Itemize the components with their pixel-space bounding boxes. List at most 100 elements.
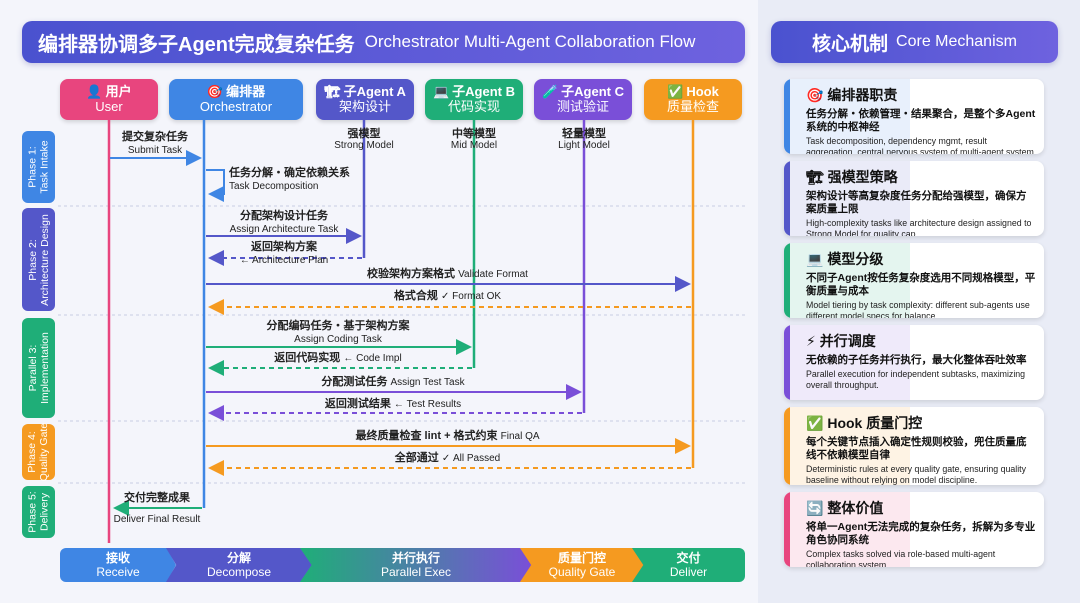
msg-submit-task-en: Submit Task — [127, 145, 183, 156]
step-quality-gate-en: Quality Gate — [548, 565, 616, 579]
laptop-icon: 💻 — [432, 84, 450, 99]
core-card-value-desc: 将单一Agent无法完成的复杂任务，拆解为多专业角色协同系统 — [806, 521, 1036, 546]
core-card-strong-model-title: 强模型策略 — [827, 169, 898, 185]
msg-test-results-cn: 返回测试结果 — [324, 398, 391, 410]
msg-format-ok: 格式合规 ✓ Format OK — [206, 290, 689, 303]
core-card-orchestrator-en: Task decomposition, dependency mgmt, res… — [806, 136, 1034, 154]
msg-deliver-en-wrap: Deliver Final Result — [112, 513, 202, 526]
target-icon: 🎯 — [206, 84, 224, 99]
msg-format-ok-en: ✓ Format OK — [441, 291, 502, 302]
phase-5: Phase 5: Delivery — [22, 486, 55, 538]
model-mid-cn: 中等模型 — [452, 128, 496, 140]
msg-decomposition-en: Task Decomposition — [229, 181, 319, 192]
model-light: 轻量模型 Light Model — [544, 128, 624, 152]
core-card-parallel: ⚡ 并行调度 无依赖的子任务并行执行，最大化整体吞吐效率 Parallel ex… — [784, 325, 1044, 400]
msg-all-passed-cn: 全部通过 — [394, 452, 439, 464]
model-strong-cn: 强模型 — [347, 128, 381, 140]
core-card-hook-title: Hook 质量门控 — [827, 415, 923, 431]
msg-all-passed: 全部通过 ✓ All Passed — [206, 452, 689, 465]
core-card-hook-desc: 每个关键节点插入确定性规则校验，兜住质量底线不依赖模型自律 — [806, 436, 1027, 461]
msg-decomposition-cn: 任务分解・确定依赖关系 — [229, 167, 350, 179]
phase-1: Phase 1: Task Intake — [22, 131, 55, 203]
core-card-parallel-desc: 无依赖的子任务并行执行，最大化整体吞吐效率 — [806, 354, 1027, 366]
refresh-icon: 🔄 — [806, 500, 824, 516]
msg-deliver-cn-wrap: 交付完整成果 — [112, 492, 202, 505]
lane-orchestrator-en: Orchestrator — [199, 99, 273, 114]
model-light-en: Light Model — [558, 140, 610, 151]
msg-assign-arch-en: Assign Architecture Task — [229, 224, 339, 235]
lane-agent-a-cn: 子Agent A — [343, 84, 406, 99]
msg-validate-format-en: Validate Format — [458, 269, 528, 280]
lane-agent-c-cn: 子Agent C — [561, 84, 625, 99]
step-parallel-exec-en: Parallel Exec — [380, 565, 452, 579]
step-decompose: 分解 Decompose — [166, 548, 312, 582]
phase-2: Phase 2: Architecture Design — [22, 208, 55, 311]
lane-orchestrator-cn: 编排器 — [226, 84, 266, 99]
msg-assign-arch: 分配架构设计任务 Assign Architecture Task — [206, 210, 362, 236]
msg-final-qa-cn: 最终质量检查 lint + 格式约束 — [355, 430, 498, 442]
msg-deliver-cn: 交付完整成果 — [124, 492, 190, 504]
phase-3: Parallel 3: Implementation — [22, 318, 55, 418]
lane-hook-cn: Hook — [686, 84, 719, 99]
core-title-en: Core Mechanism — [896, 33, 1017, 50]
msg-validate-format-cn: 校验架构方案格式 — [367, 268, 456, 280]
lightning-icon: ⚡ — [806, 333, 816, 349]
msg-test-results: 返回测试结果 ← Test Results — [206, 398, 580, 411]
msg-assign-test-cn: 分配测试任务 — [321, 376, 388, 388]
crane-icon: 🏗 — [806, 169, 824, 185]
step-receive-cn: 接收 — [105, 551, 130, 565]
msg-return-arch-cn: 返回架构方案 — [251, 241, 317, 253]
core-card-strong-model-en: High-complexity tasks like architecture … — [806, 218, 1032, 236]
check-icon: ✅ — [806, 415, 824, 431]
msg-return-arch: 返回架构方案 ← Architecture Plan — [206, 241, 362, 267]
msg-decomposition: 任务分解・确定依赖关系 Task Decomposition — [229, 167, 350, 193]
msg-format-ok-cn: 格式合规 — [393, 290, 438, 302]
msg-final-qa: 最终质量检查 lint + 格式约束 Final QA — [206, 430, 689, 443]
msg-all-passed-en: ✓ All Passed — [441, 453, 501, 464]
msg-assign-test-en: Assign Test Task — [390, 377, 465, 388]
core-card-value-en: Complex tasks solved via role-based mult… — [806, 549, 996, 567]
laptop-icon: 💻 — [806, 251, 824, 267]
core-card-orchestrator: 🎯 编排器职责 任务分解・依赖管理・结果聚合，是整个多Agent系统的中枢神经 … — [784, 79, 1044, 154]
user-icon: 👤 — [86, 84, 103, 99]
lane-user: 👤用户 User — [60, 79, 158, 120]
lane-hook: ✅Hook 质量检查 — [644, 79, 742, 120]
step-parallel-exec: 并行执行 Parallel Exec — [300, 548, 532, 582]
test-tube-icon: 🧪 — [541, 84, 559, 99]
sequence-diagram — [58, 120, 745, 543]
core-card-orchestrator-title: 编排器职责 — [827, 87, 898, 103]
core-card-value: 🔄 整体价值 将单一Agent无法完成的复杂任务，拆解为多专业角色协同系统 Co… — [784, 492, 1044, 567]
core-card-parallel-title: 并行调度 — [819, 333, 876, 349]
step-parallel-exec-cn: 并行执行 — [391, 551, 440, 565]
core-card-orchestrator-desc: 任务分解・依赖管理・结果聚合，是整个多Agent系统的中枢神经 — [806, 108, 1036, 133]
step-deliver-en: Deliver — [669, 565, 708, 579]
arrow-self-decompose — [206, 169, 225, 202]
step-quality-gate-cn: 质量门控 — [557, 551, 606, 565]
msg-submit-task: 提交复杂任务 Submit Task — [110, 131, 200, 157]
core-card-strong-model-desc: 架构设计等高复杂度任务分配给强模型，确保方案质量上限 — [806, 190, 1027, 215]
core-card-model-tiering-desc: 不同子Agent按任务复杂度选用不同规格模型，平衡质量与成本 — [806, 272, 1036, 297]
msg-assign-coding-en: Assign Coding Task — [294, 334, 382, 345]
lane-agent-a: 🏗子Agent A 架构设计 — [316, 79, 414, 120]
msg-return-arch-en: ← Architecture Plan — [239, 255, 329, 266]
core-card-model-tiering-title: 模型分级 — [827, 251, 884, 267]
flow-title-en: Orchestrator Multi-Agent Collaboration F… — [364, 32, 696, 51]
msg-final-qa-en: Final QA — [500, 431, 540, 442]
phase-4: Phase 4: Quality Gate — [22, 423, 55, 481]
msg-deliver-en: Deliver Final Result — [113, 514, 201, 525]
lane-agent-b: 💻子Agent B 代码实现 — [425, 79, 523, 120]
msg-test-results-en: ← Test Results — [393, 399, 462, 410]
model-mid-en: Mid Model — [450, 140, 498, 151]
model-mid: 中等模型 Mid Model — [434, 128, 514, 152]
check-icon: ✅ — [667, 84, 684, 99]
lane-agent-c-en: 测试验证 — [556, 99, 609, 114]
target-icon: 🎯 — [806, 87, 824, 103]
step-receive-en: Receive — [96, 565, 140, 579]
step-receive: 接收 Receive — [60, 548, 176, 582]
flow-title-cn: 编排器协调多子Agent完成复杂任务 — [38, 33, 355, 56]
core-card-strong-model: 🏗 强模型策略 架构设计等高复杂度任务分配给强模型，确保方案质量上限 High-… — [784, 161, 1044, 236]
lane-agent-a-en: 架构设计 — [338, 99, 391, 114]
core-title-bar: 核心机制 Core Mechanism — [771, 21, 1058, 63]
step-decompose-en: Decompose — [206, 565, 272, 579]
msg-assign-coding: 分配编码任务・基于架构方案 Assign Coding Task — [206, 320, 470, 346]
